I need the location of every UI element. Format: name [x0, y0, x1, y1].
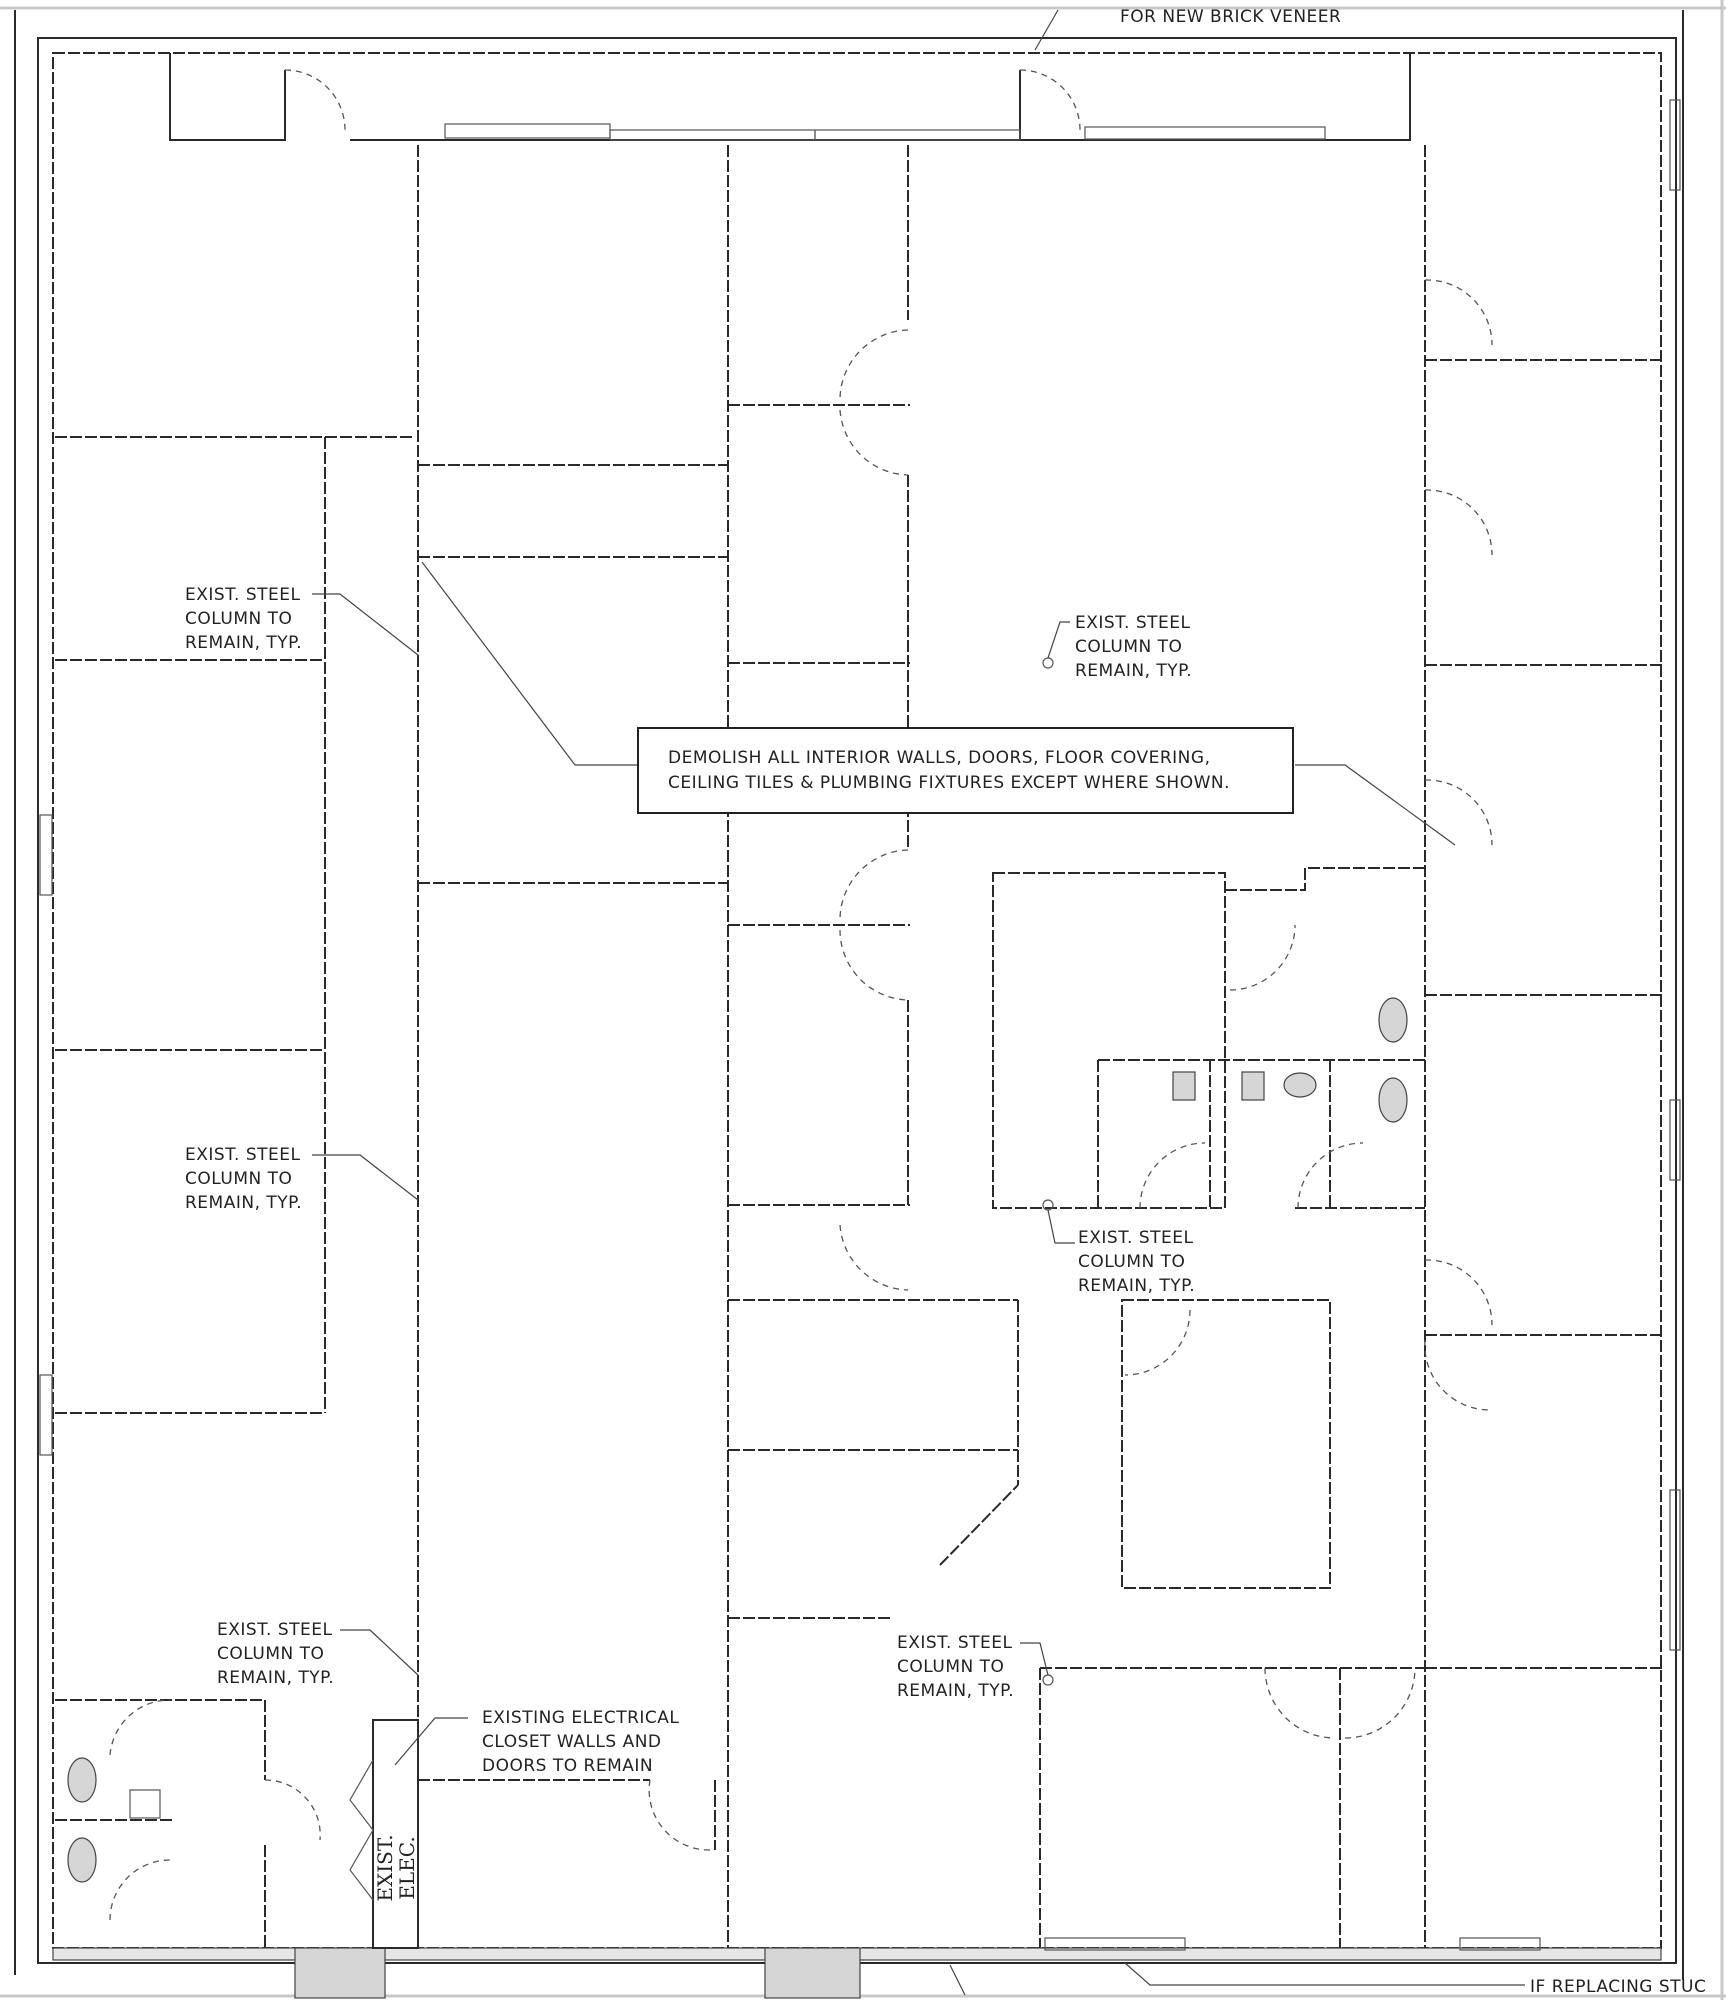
svg-text:REMAIN, TYP.: REMAIN, TYP.: [185, 1193, 302, 1213]
electrical-closet: [349, 1719, 419, 1949]
svg-text:EXIST.: EXIST.: [373, 1834, 397, 1901]
restroom-core: [992, 867, 1425, 1589]
demolition-note: DEMOLISH ALL INTERIOR WALLS, DOORS, FLOO…: [637, 727, 1294, 814]
door-swings: [109, 69, 1493, 1921]
svg-text:ELEC.: ELEC.: [395, 1836, 419, 1899]
svg-text:EXIST. STEEL: EXIST. STEEL: [185, 1145, 301, 1165]
svg-text:EXIST. STEEL: EXIST. STEEL: [897, 1633, 1013, 1653]
svg-text:EXISTING ELECTRICAL: EXISTING ELECTRICAL: [482, 1708, 679, 1728]
svg-text:DOORS TO REMAIN: DOORS TO REMAIN: [482, 1756, 653, 1776]
svg-text:REMAIN, TYP.: REMAIN, TYP.: [897, 1681, 1014, 1701]
svg-text:COLUMN TO: COLUMN TO: [185, 1169, 292, 1189]
svg-text:REMAIN, TYP.: REMAIN, TYP.: [1078, 1276, 1195, 1296]
svg-text:EXIST. STEEL: EXIST. STEEL: [185, 585, 301, 605]
svg-text:CLOSET WALLS AND: CLOSET WALLS AND: [482, 1732, 662, 1752]
leader-lines: [312, 9, 1525, 1996]
svg-text:COLUMN TO: COLUMN TO: [217, 1644, 324, 1664]
svg-text:EXIST. STEEL: EXIST. STEEL: [217, 1620, 333, 1640]
svg-text:REMAIN, TYP.: REMAIN, TYP.: [1075, 661, 1192, 681]
column-note-2: EXIST. STEEL COLUMN TO REMAIN, TYP.: [185, 1145, 302, 1213]
right-rooms: [1039, 145, 1665, 1948]
exterior-walls: [14, 10, 1684, 1999]
elec-room-label: EXIST. ELEC.: [373, 1834, 419, 1901]
svg-text:REMAIN, TYP.: REMAIN, TYP.: [217, 1668, 334, 1688]
column-note-6: EXIST. STEEL COLUMN TO REMAIN, TYP.: [897, 1633, 1014, 1701]
small-restroom: [55, 1699, 266, 1948]
drawing-labels: FOR NEW BRICK VENEER IF REPLACING STUC E…: [185, 7, 1706, 1997]
central-walls: [417, 145, 1019, 1948]
svg-text:EXIST. STEEL: EXIST. STEEL: [1078, 1228, 1194, 1248]
svg-text:COLUMN TO: COLUMN TO: [1075, 637, 1182, 657]
svg-text:EXIST. STEEL: EXIST. STEEL: [1075, 613, 1191, 633]
bottom-note: IF REPLACING STUC: [1530, 1977, 1706, 1997]
svg-text:COLUMN TO: COLUMN TO: [1078, 1252, 1185, 1272]
column-note-5: EXIST. STEEL COLUMN TO REMAIN, TYP.: [1078, 1228, 1195, 1296]
svg-text:COLUMN TO: COLUMN TO: [897, 1657, 1004, 1677]
svg-text:CEILING TILES & PLUMBING FIXTU: CEILING TILES & PLUMBING FIXTURES EXCEPT…: [668, 773, 1230, 793]
left-rooms: [55, 436, 415, 1414]
top-note: FOR NEW BRICK VENEER: [1120, 7, 1341, 27]
column-note-4: EXIST. STEEL COLUMN TO REMAIN, TYP.: [1075, 613, 1192, 681]
svg-text:COLUMN TO: COLUMN TO: [185, 609, 292, 629]
svg-text:DEMOLISH ALL INTERIOR WALLS, D: DEMOLISH ALL INTERIOR WALLS, DOORS, FLOO…: [668, 748, 1210, 768]
electrical-closet-note: EXISTING ELECTRICAL CLOSET WALLS AND DOO…: [482, 1708, 679, 1776]
column-note-1: EXIST. STEEL COLUMN TO REMAIN, TYP.: [185, 585, 302, 653]
svg-text:REMAIN, TYP.: REMAIN, TYP.: [185, 633, 302, 653]
column-note-3: EXIST. STEEL COLUMN TO REMAIN, TYP.: [217, 1620, 334, 1688]
